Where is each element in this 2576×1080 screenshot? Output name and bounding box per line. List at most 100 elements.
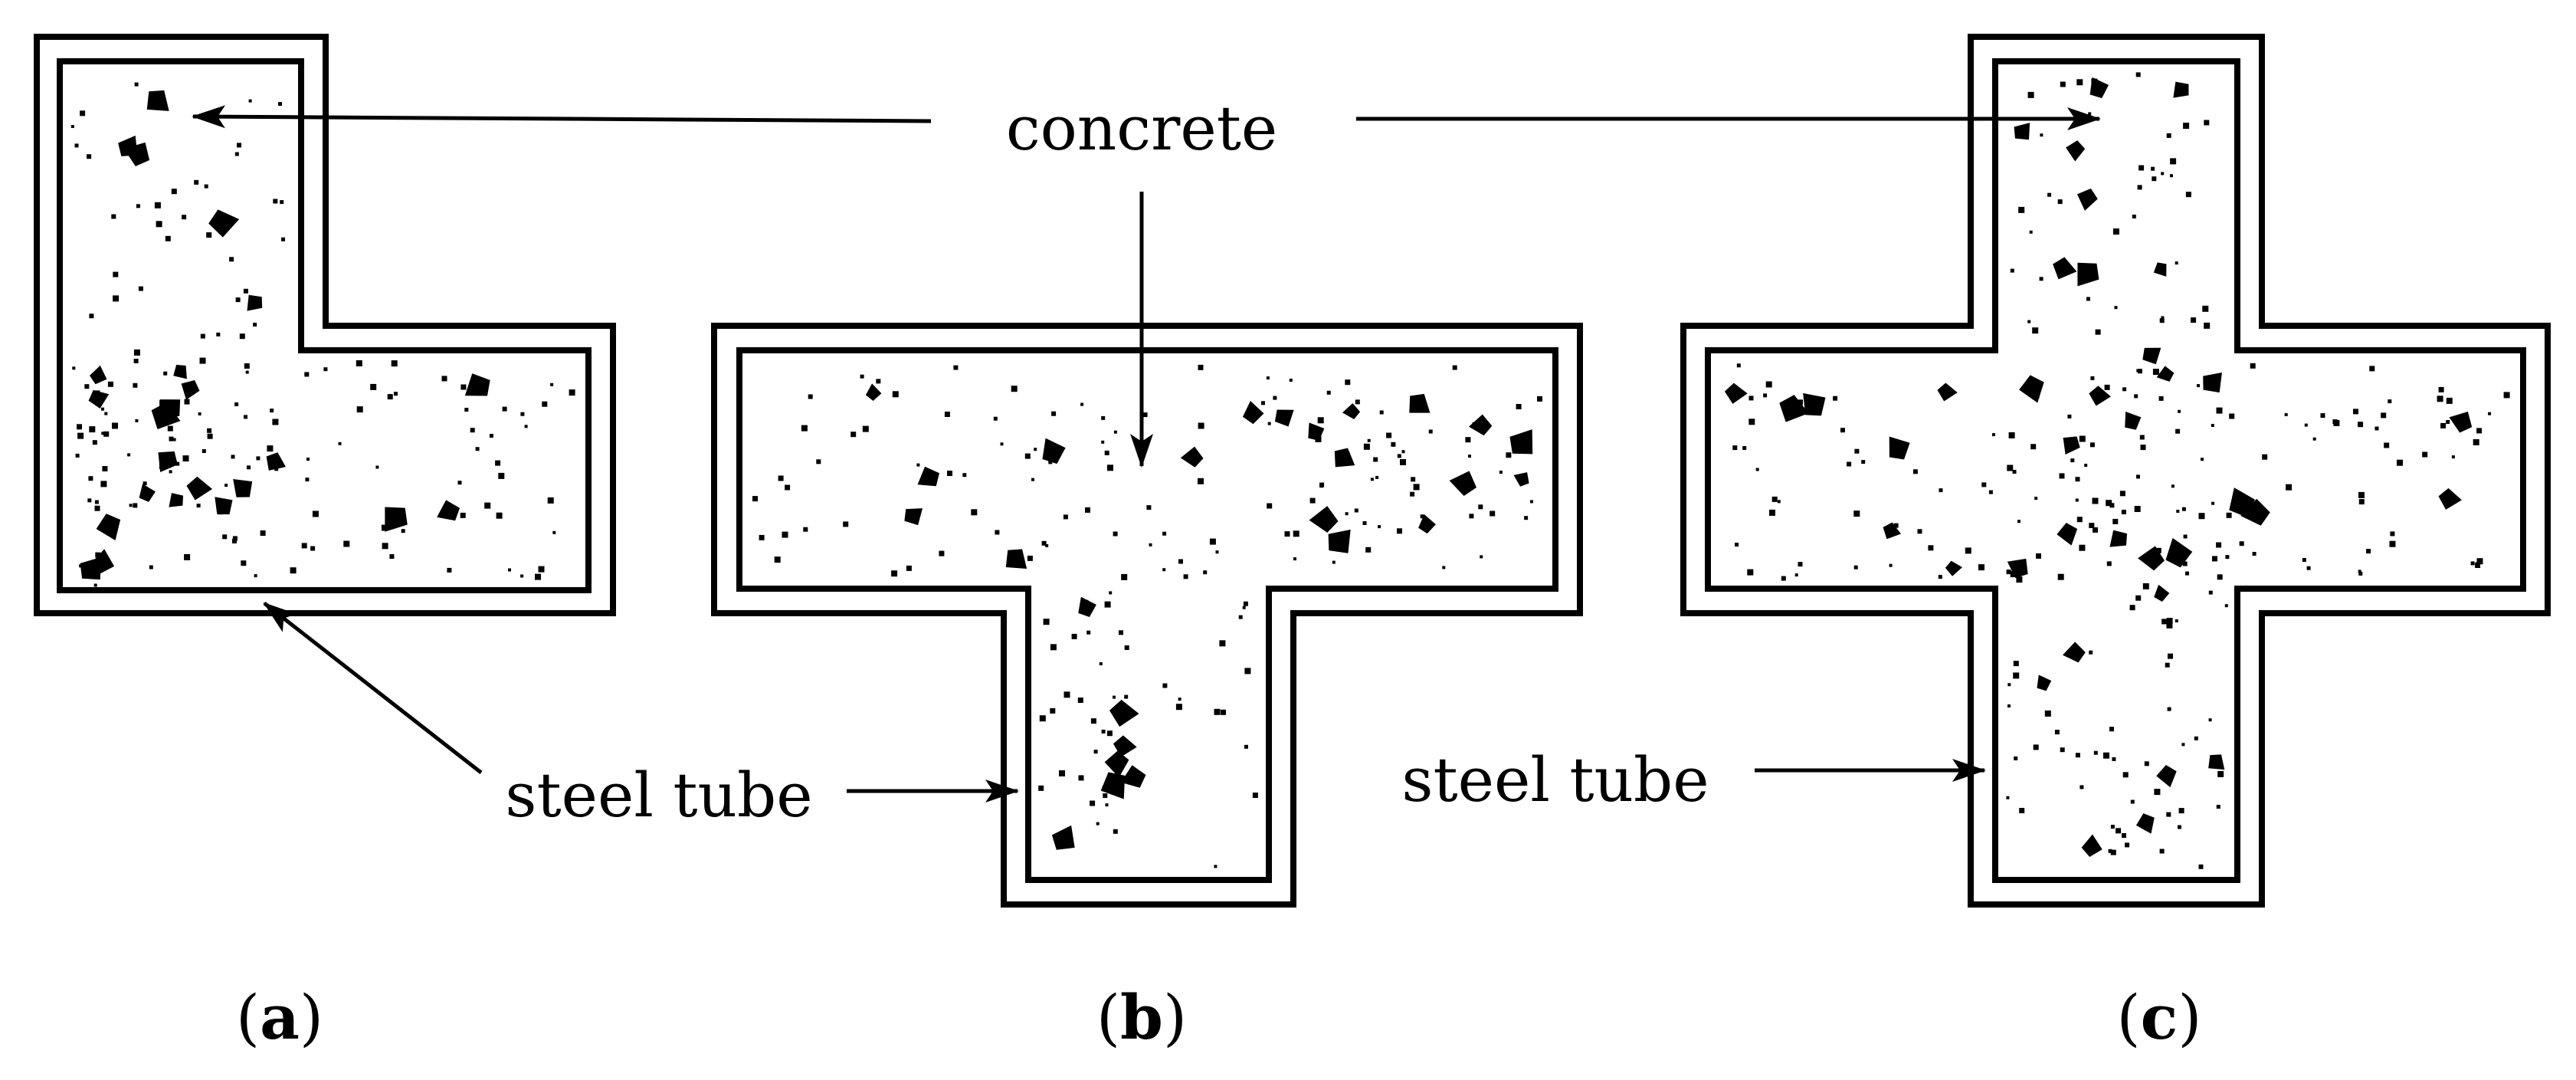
- aggregate-stone: [2135, 813, 2155, 834]
- aggregate-dot: [876, 379, 881, 384]
- aggregate-dot: [2152, 369, 2159, 376]
- aggregate-dot: [156, 221, 162, 228]
- aggregate-stone: [2173, 81, 2189, 98]
- aggregate-dot: [498, 472, 505, 479]
- cross-shaped-section: [1680, 34, 2551, 908]
- aggregate-dot: [1777, 500, 1781, 504]
- aggregate-dot: [206, 232, 212, 238]
- aggregate-dot: [165, 235, 171, 241]
- aggregate-dot: [375, 465, 379, 469]
- aggregate-dot: [2093, 750, 2098, 755]
- aggregate-dot: [2112, 757, 2116, 761]
- aggregate-stone: [1342, 402, 1361, 420]
- aggregate-stone: [1109, 699, 1139, 727]
- aggregate-dot: [2057, 573, 2064, 580]
- aggregate-dot: [2284, 413, 2288, 416]
- aggregate-dot: [2159, 318, 2165, 323]
- aggregate-dot: [1413, 484, 1420, 491]
- aggregate-dot: [447, 567, 452, 573]
- aggregate-dot: [2109, 503, 2115, 508]
- aggregate-dot: [2168, 653, 2173, 659]
- aggregate-dot: [2473, 439, 2479, 445]
- aggregate-dot: [200, 333, 205, 339]
- aggregate-dot: [1763, 393, 1768, 398]
- aggregate-dot: [803, 527, 808, 532]
- aggregate-dot: [2095, 329, 2101, 335]
- aggregate-dot: [2089, 442, 2095, 448]
- aggregate-dot: [2175, 619, 2178, 622]
- aggregate-stone: [158, 451, 178, 473]
- aggregate-dot: [103, 431, 110, 437]
- aggregate-dot: [520, 412, 525, 416]
- aggregate-stone: [2077, 262, 2099, 287]
- aggregate-dot: [1273, 396, 1277, 400]
- aggregate-dot: [2090, 376, 2095, 380]
- aggregate-dot: [2018, 206, 2025, 213]
- aggregate-dot: [343, 540, 350, 547]
- aggregate-dot: [1198, 422, 1204, 429]
- aggregate-dot: [2013, 672, 2020, 679]
- aggregate-dot: [774, 556, 781, 563]
- aggregate-dot: [2075, 477, 2080, 482]
- aggregate-dot: [1289, 379, 1293, 382]
- aggregate-dot: [2216, 407, 2223, 414]
- aggregate-dot: [101, 432, 105, 435]
- aggregate-dot: [2366, 549, 2371, 554]
- aggregate-dot: [2239, 541, 2244, 547]
- aggregate-dot: [1375, 475, 1379, 479]
- aggregate-stone: [2057, 523, 2078, 546]
- aggregate-dot: [2019, 808, 2025, 813]
- aggregate-dot: [267, 445, 274, 452]
- aggregate-dot: [2166, 618, 2173, 625]
- aggregate-dot: [1038, 785, 1044, 791]
- aggregate-dot: [248, 99, 252, 103]
- aggregate-dot: [2211, 501, 2215, 505]
- aggregate-dot: [2076, 79, 2083, 86]
- aggregate-dot: [2488, 412, 2492, 415]
- aggregate-dot: [1214, 865, 1218, 868]
- aggregate-dot: [370, 383, 377, 390]
- aggregate-dot: [953, 365, 959, 370]
- aggregate-dot: [2161, 172, 2165, 176]
- aggregate-dot: [87, 154, 92, 159]
- aggregate-dot: [552, 530, 556, 534]
- aggregate-dot: [2159, 849, 2165, 854]
- aggregate-dot: [1011, 386, 1018, 392]
- aggregate-dot: [2034, 497, 2038, 501]
- aggregate-dot: [101, 407, 104, 411]
- aggregate-dot: [1847, 461, 1852, 467]
- aggregate-stone: [1513, 472, 1529, 487]
- aggregate-dot: [2044, 710, 2051, 717]
- aggregate-dot: [2039, 277, 2043, 281]
- aggregate-dot: [2114, 306, 2118, 310]
- panel-label-c: (c): [2116, 981, 2201, 1053]
- aggregate-dot: [2155, 547, 2161, 553]
- aggregate-dot: [232, 536, 238, 541]
- aggregate-dot: [1266, 376, 1270, 380]
- aggregate-stone: [1120, 765, 1146, 788]
- aggregate-dot: [1077, 698, 1083, 703]
- aggregate-stone: [1180, 446, 1204, 468]
- aggregate-dot: [1400, 459, 1406, 465]
- aggregate-dot: [2204, 322, 2211, 329]
- aggregate-dot: [87, 498, 92, 503]
- aggregate-dot: [2012, 470, 2017, 474]
- aggregate-stone: [1509, 429, 1533, 455]
- aggregate-dot: [184, 399, 190, 405]
- aggregate-dot: [2358, 491, 2365, 498]
- aggregate-stone: [96, 514, 121, 541]
- aggregate-dot: [1101, 729, 1106, 734]
- aggregate-dot: [1105, 803, 1109, 807]
- aggregate-dot: [2390, 531, 2395, 537]
- aggregate-dot: [1853, 565, 1858, 570]
- aggregate-dot: [2060, 81, 2066, 87]
- aggregate-dot: [944, 412, 950, 417]
- aggregate-dot: [2092, 497, 2099, 504]
- aggregate-dot: [1198, 364, 1204, 370]
- aggregate-stone: [1803, 392, 1826, 416]
- aggregate-dot: [2358, 499, 2365, 505]
- aggregate-dot: [862, 425, 869, 432]
- aggregate-dot: [2388, 399, 2392, 404]
- aggregate-dot: [2374, 426, 2379, 431]
- aggregate-dot: [2134, 506, 2141, 512]
